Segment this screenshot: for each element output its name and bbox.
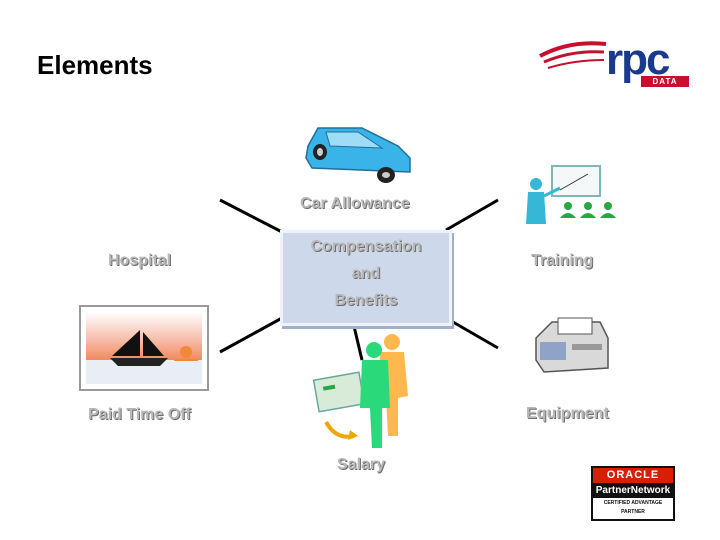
training-icon [526,165,616,224]
training-label: Training [531,252,594,269]
center-line-3: Benefits [334,292,398,309]
oracle-logo-line3: CERTIFIED ADVANTAGE [603,500,663,506]
sailboat-icon [79,305,209,391]
equipment-label: Equipment [526,405,609,422]
connector-equipment [445,316,499,350]
center-line-2: and [351,265,381,282]
connector-training [445,198,499,232]
car-icon [305,127,411,183]
car-allowance-label: Car Allowance [300,195,410,212]
rpc-logo-sub: DATA [641,76,689,87]
paid-time-off-label: Paid Time Off [88,406,191,423]
connector-car [219,198,283,234]
hospital-label: Hospital [108,252,172,269]
rpc-logo-text: rpc [606,35,671,84]
oracle-partner-logo: ORACLE PartnerNetwork CERTIFIED ADVANTAG… [591,466,675,521]
rpc-swoosh-icon [539,41,607,69]
center-line-1: Compensation [310,238,422,255]
oracle-logo-line4: PARTNER [621,509,645,515]
compensation-benefits-box: Compensation and Benefits [280,230,452,326]
oracle-logo-line1: ORACLE [593,468,673,483]
connector-paid-time-off [219,316,283,354]
salary-people-icon [312,334,408,448]
connector-salary [351,321,364,361]
oracle-logo-line2: PartnerNetwork [593,483,673,498]
slide-title: Elements [37,50,153,80]
salary-label: Salary [337,456,386,473]
fax-machine-icon [535,317,609,373]
